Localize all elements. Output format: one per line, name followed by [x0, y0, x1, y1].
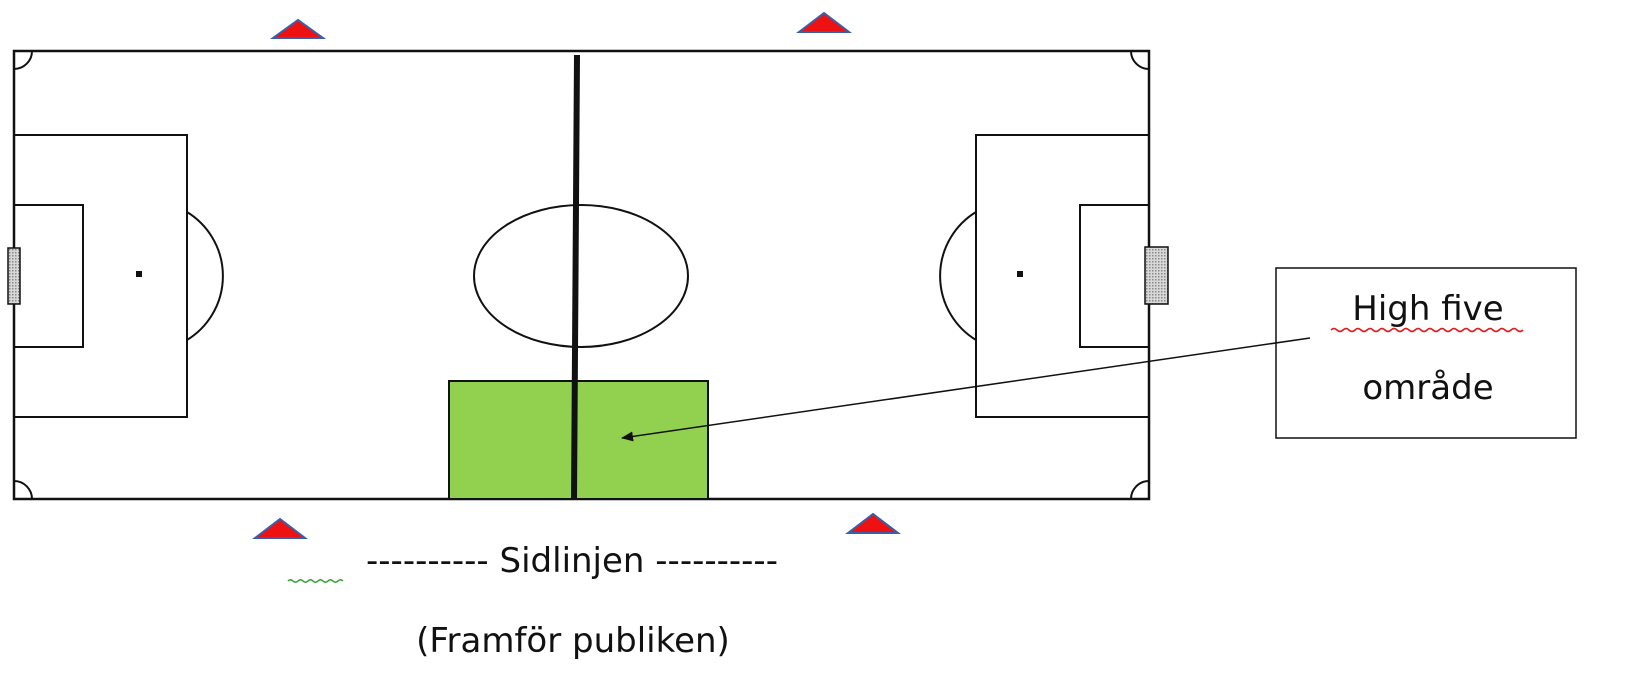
triangle-cone-icon — [269, 18, 327, 39]
corner-arc-top-left — [13, 50, 33, 70]
callout-line-1: High five — [1352, 289, 1503, 329]
callout-box — [1275, 267, 1577, 439]
corner-arc-bottom-right — [1130, 480, 1150, 500]
penalty-spot-left — [136, 271, 142, 277]
spell-underline-high-five — [1330, 327, 1524, 333]
sideline-label: ---------- Sidlinjen ---------- — [366, 541, 778, 581]
high-five-zone — [448, 380, 709, 500]
callout-arrow — [621, 337, 1311, 442]
callout-line-2: område — [1362, 368, 1493, 408]
audience-label: (Framför publiken) — [416, 621, 730, 661]
center-circle — [473, 204, 689, 348]
triangle-cone-icon — [796, 11, 852, 33]
penalty-spot-right — [1017, 271, 1023, 277]
goal-net-right — [1144, 246, 1169, 305]
corner-arc-top-right — [1130, 50, 1150, 70]
corner-arc-bottom-left — [13, 480, 33, 500]
triangle-cone-icon — [845, 512, 901, 534]
spell-underline-sideline — [287, 579, 344, 583]
goal-net-left — [7, 247, 21, 305]
penalty-arc-left — [186, 211, 224, 341]
halfway-line — [571, 54, 580, 500]
penalty-arc-right — [939, 211, 977, 341]
triangle-cone-icon — [252, 517, 308, 539]
